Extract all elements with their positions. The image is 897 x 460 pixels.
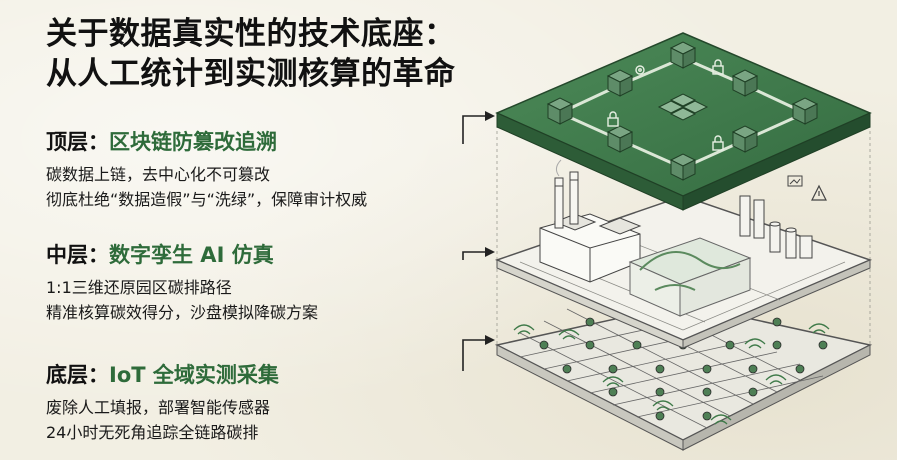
layer-top-prefix: 顶层：	[46, 130, 109, 154]
arrow-bottom	[462, 335, 495, 371]
layer-bottom-desc-2: 24小时无死角追踪全链路碳排	[46, 423, 259, 442]
layer-top-heading: 顶层：区块链防篡改追溯	[46, 128, 367, 156]
twin-core-box	[628, 237, 752, 317]
warning-icon	[811, 184, 827, 201]
page-title: 关于数据真实性的技术底座： 从人工统计到实测核算的革命	[46, 14, 456, 94]
layer-middle-prefix: 中层：	[46, 243, 109, 267]
top-blockchain-plate	[495, 32, 872, 211]
padlock-icon	[607, 59, 724, 151]
layer-middle-highlight: 数字孪生 AI 仿真	[109, 243, 274, 267]
layer-bottom-desc-1: 废除人工填报，部署智能传感器	[46, 398, 271, 417]
layer-bottom-prefix: 底层：	[46, 363, 109, 387]
layer-bottom-highlight: IoT 全域实测采集	[109, 363, 279, 387]
layer-middle-text: 中层：数字孪生 AI 仿真 1:1三维还原园区碳排路径 精准核算碳效得分，沙盘模…	[46, 241, 318, 325]
layer-top-text: 顶层：区块链防篡改追溯 碳数据上链，去中心化不可篡改 彻底杜绝“数据造假”与“洗…	[46, 128, 367, 212]
layer-bottom-heading: 底层：IoT 全域实测采集	[46, 361, 279, 389]
title-line-1: 关于数据真实性的技术底座：	[46, 16, 456, 52]
block-cubes	[546, 41, 819, 181]
connector-arrows	[462, 111, 495, 371]
layer-top-desc-2: 彻底杜绝“数据造假”与“洗绿”，保障审计权威	[46, 190, 368, 209]
sensor-grid-lines	[519, 284, 824, 429]
layer-middle-heading: 中层：数字孪生 AI 仿真	[46, 241, 318, 269]
layer-top-desc-1: 碳数据上链，去中心化不可篡改	[46, 165, 271, 184]
wifi-signal-icon	[513, 323, 830, 425]
arrow-top	[462, 111, 495, 144]
middle-digital-twin-plate	[494, 159, 873, 349]
storage-tank-icon	[739, 195, 813, 259]
layer-top-highlight: 区块链防篡改追溯	[109, 130, 277, 154]
layer-bottom-text: 底层：IoT 全域实测采集 废除人工填报，部署智能传感器 24小时无死角追踪全链…	[46, 361, 279, 445]
chimney-icon	[554, 159, 579, 229]
arrow-middle	[462, 247, 495, 260]
layer-middle-desc-2: 精准核算碳效得分，沙盘模拟降碳方案	[46, 303, 319, 322]
title-line-2: 从人工统计到实测核算的革命	[46, 56, 456, 92]
gear-icon	[635, 65, 645, 75]
layer-middle-desc-1: 1:1三维还原园区碳排路径	[46, 278, 232, 297]
